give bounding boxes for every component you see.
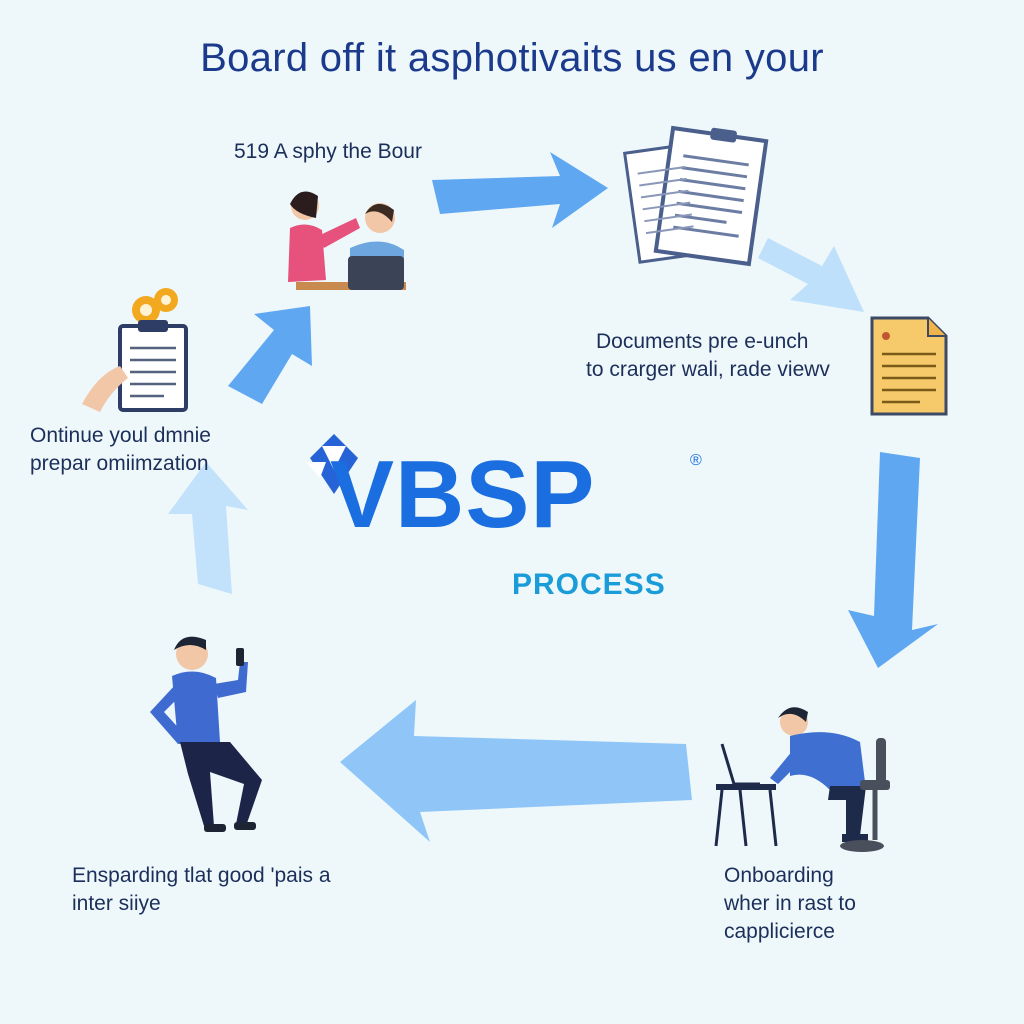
step-2-line-1: Documents pre e-unch: [596, 330, 809, 353]
arrow-left-top: [228, 306, 312, 404]
step-4-line-1: Enspar​ding tlat good 'pais a: [72, 864, 331, 887]
arrow-bottom: [340, 700, 692, 842]
documents-icon: [622, 125, 769, 267]
diagram-title: Board off it asphotivaits us en your: [200, 36, 824, 80]
step-3-line-2: wher in rast to: [724, 892, 856, 915]
clipboard-gear-icon: [82, 288, 188, 412]
interview-icon: [288, 191, 406, 290]
person-laptop-icon: [714, 707, 890, 852]
step-5-label: Ontinue youl dmnie prepar omiimzation: [30, 422, 211, 478]
step-5-line-2: prepar omiimzation: [30, 452, 209, 475]
file-icon: [870, 316, 948, 416]
process-subtitle: PROCESS: [512, 568, 666, 601]
vbsp-logo-icon: [306, 434, 358, 494]
person-phone-icon: [150, 636, 262, 832]
step-4-line-2: inter siiye: [72, 892, 161, 915]
arrow-right: [848, 452, 938, 668]
brand-name: VBSP: [330, 441, 596, 548]
step-4-label: Enspar​ding tlat good 'pais a inter siiy…: [72, 862, 331, 918]
step-1-line-1: 519 A sphy the Bour: [234, 140, 422, 163]
step-3-line-3: capplicierce: [724, 920, 835, 943]
arrow-top-right: [758, 238, 864, 312]
step-5-line-1: Ontinue youl dmnie: [30, 424, 211, 447]
arrow-left: [168, 462, 248, 594]
step-3-label: Onboarding wher in rast to capplicierce: [724, 862, 856, 946]
arrow-top: [432, 152, 608, 228]
step-1-label: 519 A sphy the Bour: [234, 138, 422, 166]
step-2-label: Documents pre e-unch to crarger wali, ra…: [586, 328, 830, 384]
step-3-line-1: Onboarding: [724, 864, 834, 887]
step-2-line-2: to crarger wali, rade viewv: [586, 358, 830, 381]
registered-mark: ®: [690, 452, 702, 469]
